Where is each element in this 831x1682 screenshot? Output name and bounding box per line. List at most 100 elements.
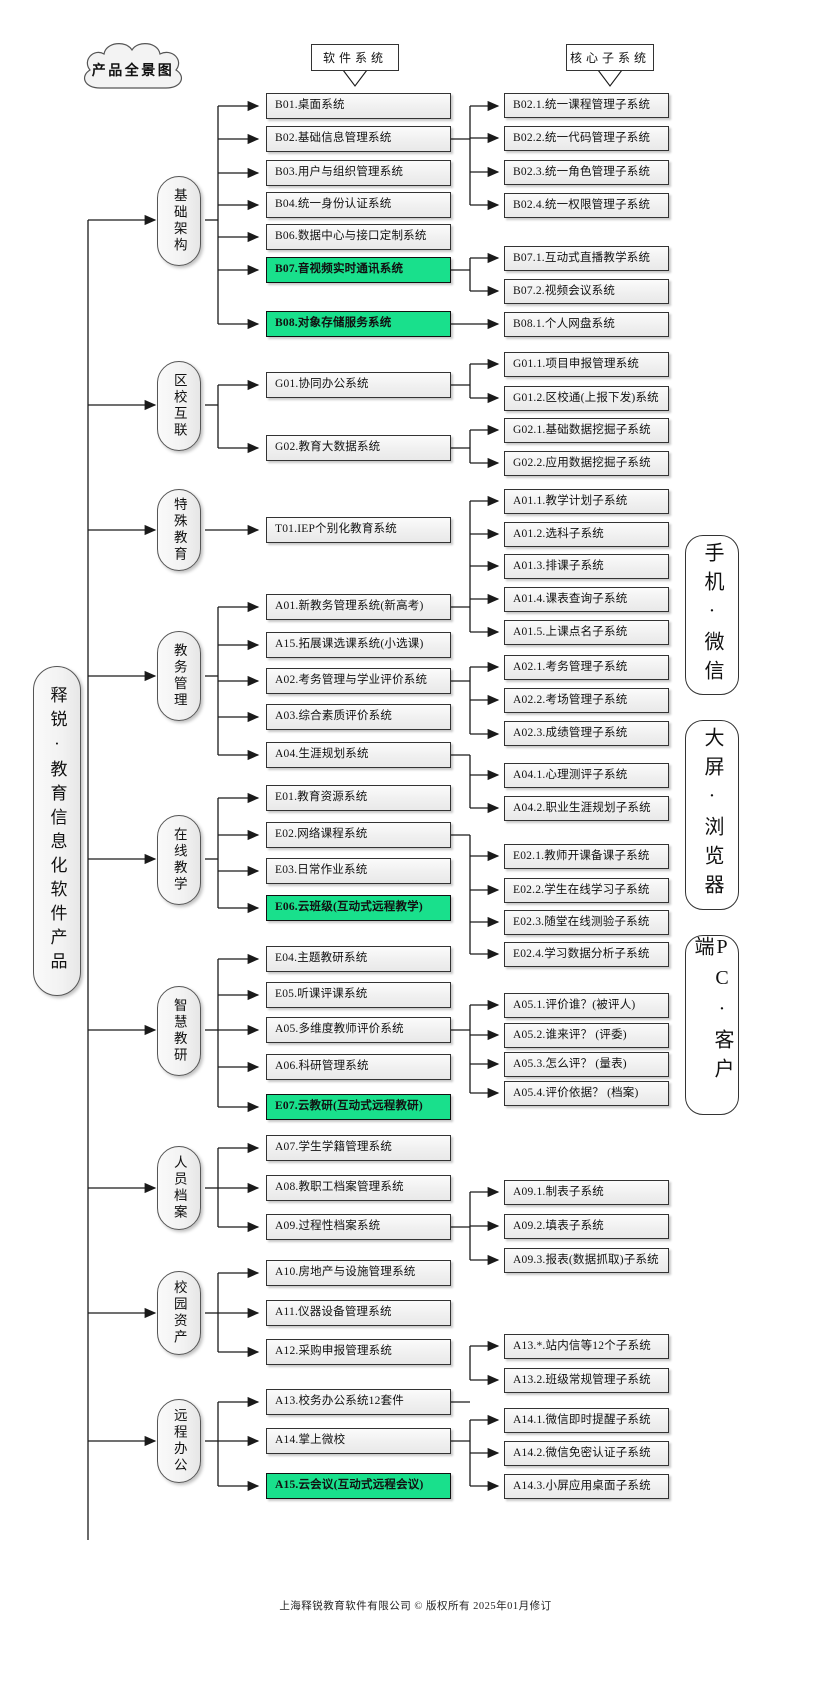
system-box-A04[interactable]: A04.生涯规划系统 [266, 742, 451, 768]
platform-mobile-wechat[interactable]: 手机·微信 [685, 535, 739, 695]
subsystem-box-label: A05.3.怎么评？ (量表) [513, 1057, 627, 1070]
subsystem-box-label: E02.1.教师开课备课子系统 [513, 849, 650, 862]
subsystem-box-B02-3[interactable]: B02.3.统一角色管理子系统 [504, 160, 669, 185]
subsystem-box-B02-4[interactable]: B02.4.统一权限管理子系统 [504, 193, 669, 218]
subsystem-box-E02-1[interactable]: E02.1.教师开课备课子系统 [504, 844, 669, 869]
system-box-label: E02.网络课程系统 [275, 828, 368, 841]
software-systems-header: 软件系统 [311, 44, 399, 71]
subsystem-box-A01-4[interactable]: A01.4.课表查询子系统 [504, 587, 669, 612]
system-box-A10[interactable]: A10.房地产与设施管理系统 [266, 1260, 451, 1286]
category-teshujiaoyu[interactable]: 特殊教育 [157, 489, 201, 571]
system-box-A06[interactable]: A06.科研管理系统 [266, 1054, 451, 1080]
subsystem-box-B07-1[interactable]: B07.1.互动式直播教学系统 [504, 246, 669, 271]
subsystem-box-G01-1[interactable]: G01.1.项目申报管理系统 [504, 352, 669, 377]
subsystem-box-G02-1[interactable]: G02.1.基础数据挖掘子系统 [504, 418, 669, 443]
subsystem-box-G01-2[interactable]: G01.2.区校通(上报下发)系统 [504, 386, 669, 411]
system-box-label: B01.桌面系统 [275, 99, 345, 112]
subsystem-box-G02-2[interactable]: G02.2.应用数据挖掘子系统 [504, 451, 669, 476]
subsystem-box-A09-2[interactable]: A09.2.填表子系统 [504, 1214, 669, 1239]
system-box-B01[interactable]: B01.桌面系统 [266, 93, 451, 119]
system-box-B08[interactable]: B08.对象存储服务系统 [266, 311, 451, 337]
subsystem-box-B02-2[interactable]: B02.2.统一代码管理子系统 [504, 126, 669, 151]
subsystem-box-A01-2[interactable]: A01.2.选科子系统 [504, 522, 669, 547]
system-box-E04[interactable]: E04.主题教研系统 [266, 946, 451, 972]
subsystem-box-A09-1[interactable]: A09.1.制表子系统 [504, 1180, 669, 1205]
category-label: 特殊教育 [171, 497, 187, 563]
subsystem-box-A14-3[interactable]: A14.3.小屏应用桌面子系统 [504, 1474, 669, 1499]
system-box-A15-cloud-meeting[interactable]: A15.云会议(互动式远程会议) [266, 1473, 451, 1499]
system-box-G02[interactable]: G02.教育大数据系统 [266, 435, 451, 461]
platform-label: 大屏·浏览器 [701, 727, 723, 903]
system-box-A02[interactable]: A02.考务管理与学业评价系统 [266, 668, 451, 694]
system-box-label: G02.教育大数据系统 [275, 441, 381, 454]
subsystem-box-B02-1[interactable]: B02.1.统一课程管理子系统 [504, 93, 669, 118]
category-jiaowuguanli[interactable]: 教务管理 [157, 631, 201, 721]
subsystem-box-A14-2[interactable]: A14.2.微信免密认证子系统 [504, 1441, 669, 1466]
system-box-A11[interactable]: A11.仪器设备管理系统 [266, 1300, 451, 1326]
category-renyuandangan[interactable]: 人员档案 [157, 1146, 201, 1230]
category-jichujiagou[interactable]: 基础架构 [157, 176, 201, 266]
system-box-A09[interactable]: A09.过程性档案系统 [266, 1214, 451, 1240]
subsystem-box-E02-2[interactable]: E02.2.学生在线学习子系统 [504, 878, 669, 903]
subsystem-box-A02-3[interactable]: A02.3.成绩管理子系统 [504, 721, 669, 746]
system-box-B06[interactable]: B06.数据中心与接口定制系统 [266, 224, 451, 250]
subsystem-box-label: A04.1.心理测评子系统 [513, 768, 628, 781]
category-zhihuijiaoyan[interactable]: 智慧教研 [157, 986, 201, 1076]
subsystem-box-A05-1[interactable]: A05.1.评价谁？(被评人) [504, 993, 669, 1018]
system-box-A07[interactable]: A07.学生学籍管理系统 [266, 1135, 451, 1161]
system-box-B03[interactable]: B03.用户与组织管理系统 [266, 160, 451, 186]
category-quxiaohulian[interactable]: 区校互联 [157, 361, 201, 451]
subsystem-box-A02-1[interactable]: A02.1.考务管理子系统 [504, 655, 669, 680]
subsystem-box-A01-3[interactable]: A01.3.排课子系统 [504, 554, 669, 579]
system-box-E06[interactable]: E06.云班级(互动式远程教学) [266, 895, 451, 921]
subsystem-box-A01-1[interactable]: A01.1.教学计划子系统 [504, 489, 669, 514]
platform-pc-client[interactable]: PC·客户端 [685, 935, 739, 1115]
system-box-A15[interactable]: A15.拓展课选课系统(小选课) [266, 632, 451, 658]
subsystem-box-A13-1[interactable]: A13.*.站内信等12个子系统 [504, 1334, 669, 1359]
system-box-B04[interactable]: B04.统一身份认证系统 [266, 192, 451, 218]
system-box-A01[interactable]: A01.新教务管理系统(新高考) [266, 594, 451, 620]
platform-bigscreen-browser[interactable]: 大屏·浏览器 [685, 720, 739, 910]
system-box-label: B07.音视频实时通讯系统 [275, 263, 404, 276]
system-box-E02[interactable]: E02.网络课程系统 [266, 822, 451, 848]
category-xiaoyuanzichan[interactable]: 校园资产 [157, 1271, 201, 1355]
subsystem-box-label: A05.1.评价谁？(被评人) [513, 998, 636, 1011]
category-zaixianjiaoxue[interactable]: 在线教学 [157, 815, 201, 905]
subsystem-box-A05-2[interactable]: A05.2.谁来评？ (评委) [504, 1023, 669, 1048]
category-yuanchengbangong[interactable]: 远程办公 [157, 1399, 201, 1483]
system-box-A05[interactable]: A05.多维度教师评价系统 [266, 1017, 451, 1043]
system-box-E03[interactable]: E03.日常作业系统 [266, 858, 451, 884]
system-box-B02[interactable]: B02.基础信息管理系统 [266, 126, 451, 152]
subsystem-box-B07-2[interactable]: B07.2.视频会议系统 [504, 279, 669, 304]
subsystem-box-E02-4[interactable]: E02.4.学习数据分析子系统 [504, 942, 669, 967]
system-box-G01[interactable]: G01.协同办公系统 [266, 372, 451, 398]
subsystem-box-A02-2[interactable]: A02.2.考场管理子系统 [504, 688, 669, 713]
subsystem-box-E02-3[interactable]: E02.3.随堂在线测验子系统 [504, 910, 669, 935]
subsystem-box-label: B08.1.个人网盘系统 [513, 317, 616, 330]
subsystem-box-A05-4[interactable]: A05.4.评价依据？ (档案) [504, 1081, 669, 1106]
subsystem-box-A13-2[interactable]: A13.2.班级常规管理子系统 [504, 1368, 669, 1393]
system-box-E07[interactable]: E07.云教研(互动式远程教研) [266, 1094, 451, 1120]
system-box-A14[interactable]: A14.掌上微校 [266, 1428, 451, 1454]
subsystem-box-A14-1[interactable]: A14.1.微信即时提醒子系统 [504, 1408, 669, 1433]
system-box-A12[interactable]: A12.采购申报管理系统 [266, 1339, 451, 1365]
subsystem-box-label: E02.4.学习数据分析子系统 [513, 947, 650, 960]
subsystem-box-label: A09.2.填表子系统 [513, 1219, 605, 1232]
system-box-B07[interactable]: B07.音视频实时通讯系统 [266, 257, 451, 283]
subsystem-box-label: G01.2.区校通(上报下发)系统 [513, 391, 659, 404]
subsystem-box-A01-5[interactable]: A01.5.上课点名子系统 [504, 620, 669, 645]
root-product-node[interactable]: 释锐·教育信息化软件产品 [33, 666, 81, 996]
subsystem-box-A09-3[interactable]: A09.3.报表(数据抓取)子系统 [504, 1248, 669, 1273]
system-box-T01[interactable]: T01.IEP个别化教育系统 [266, 517, 451, 543]
system-box-label: B03.用户与组织管理系统 [275, 166, 404, 179]
system-box-A08[interactable]: A08.教职工档案管理系统 [266, 1175, 451, 1201]
subsystem-box-A05-3[interactable]: A05.3.怎么评？ (量表) [504, 1052, 669, 1077]
system-box-label: E06.云班级(互动式远程教学) [275, 901, 423, 914]
system-box-A13[interactable]: A13.校务办公系统12套件 [266, 1389, 451, 1415]
subsystem-box-A04-1[interactable]: A04.1.心理测评子系统 [504, 763, 669, 788]
subsystem-box-A04-2[interactable]: A04.2.职业生涯规划子系统 [504, 796, 669, 821]
system-box-E05[interactable]: E05.听课评课系统 [266, 982, 451, 1008]
subsystem-box-B08-1[interactable]: B08.1.个人网盘系统 [504, 312, 669, 337]
system-box-E01[interactable]: E01.教育资源系统 [266, 785, 451, 811]
system-box-A03[interactable]: A03.综合素质评价系统 [266, 704, 451, 730]
